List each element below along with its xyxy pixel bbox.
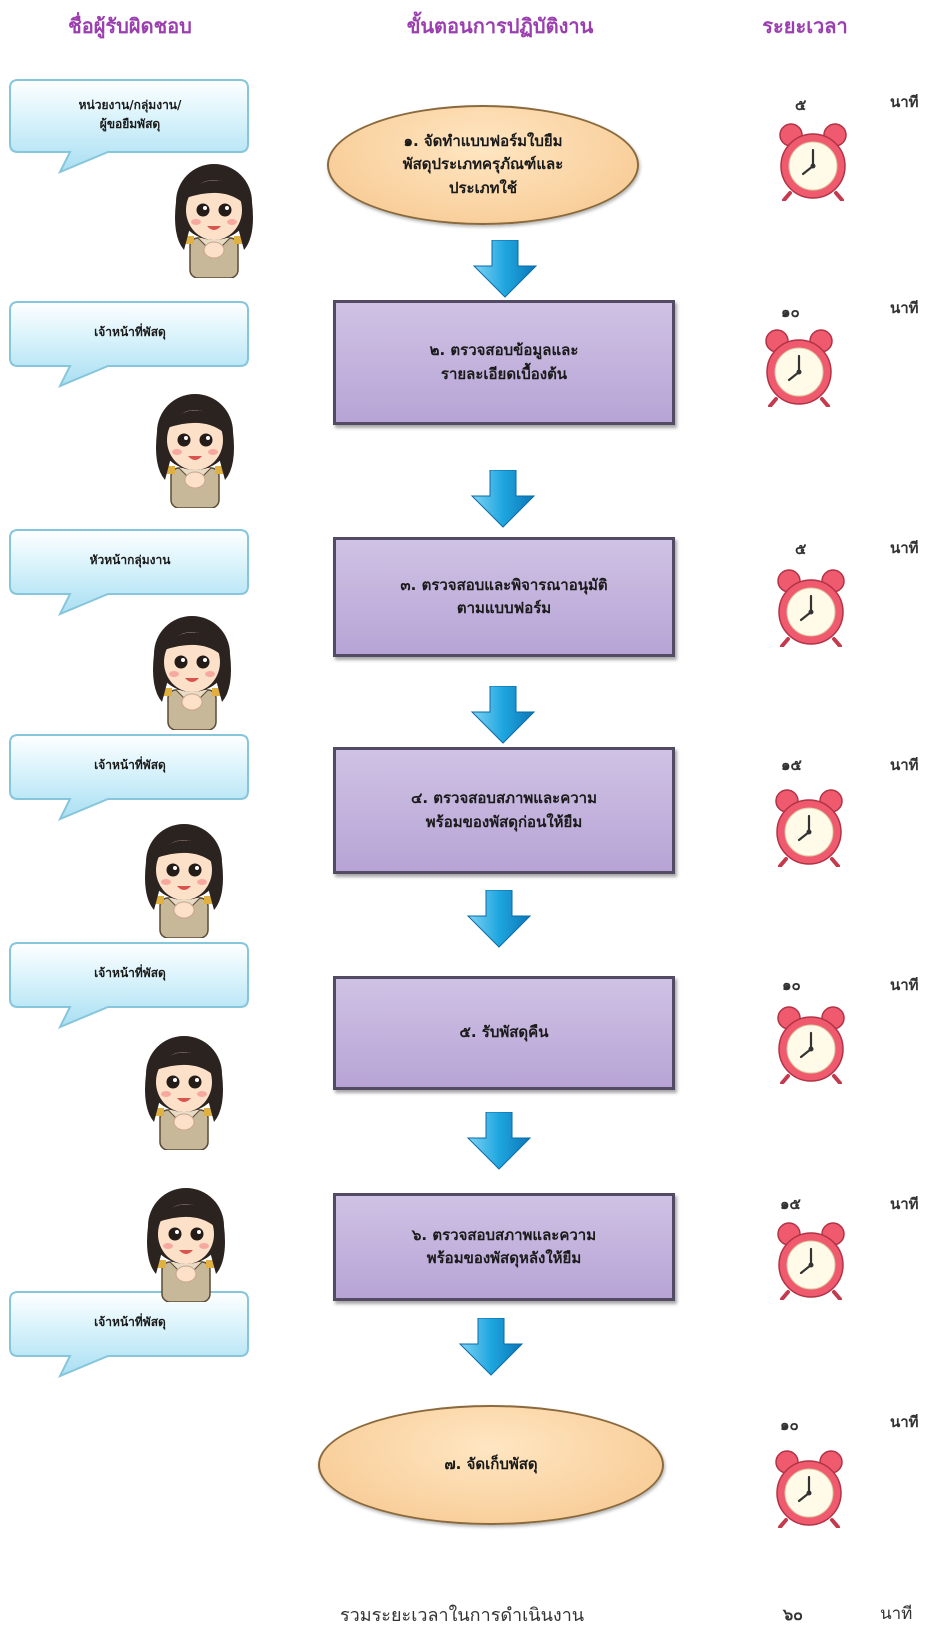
- speech-bubble-icon: [9, 301, 249, 388]
- duration-unit-5: นาที: [890, 976, 919, 994]
- duration-unit-6: นาที: [890, 1195, 919, 1213]
- speech-bubble-3: หัวหน้ากลุ่มงาน: [8, 528, 250, 616]
- responsible-label: เจ้าหน้าที่พัสดุ: [94, 325, 166, 340]
- responsible-label: เจ้าหน้าที่พัสดุ: [94, 758, 166, 773]
- header-duration: ระยะเวลา: [762, 14, 848, 38]
- step-2-box: ๒. ตรวจสอบข้อมูลและ รายละเอียดเบื้องต้น: [333, 300, 675, 425]
- total-unit: นาที: [880, 1604, 913, 1624]
- total-value: ๖๐: [783, 1605, 803, 1624]
- staff-girl-icon: [145, 824, 223, 938]
- duration-value-3: ๕: [795, 540, 807, 558]
- down-arrow-icon: [466, 890, 532, 948]
- speech-bubble-icon: [9, 734, 249, 821]
- down-arrow-icon: [470, 470, 536, 528]
- total-label: รวมระยะเวลาในการดำเนินงาน: [340, 1605, 585, 1626]
- duration-unit-3: นาที: [890, 539, 919, 557]
- duration-value-7: ๑๐: [780, 1416, 799, 1434]
- staff-girl-icon: [145, 1036, 223, 1150]
- down-arrow-icon: [470, 686, 536, 744]
- duration-unit-7: นาที: [890, 1413, 919, 1431]
- alarm-clock-icon: [777, 569, 845, 647]
- speech-bubble-icon: [9, 79, 249, 174]
- alarm-clock-icon: [775, 789, 843, 867]
- speech-bubble-icon: [9, 1291, 249, 1378]
- step-7-oval: ๗. จัดเก็บพัสดุ: [318, 1405, 664, 1525]
- speech-bubble-5: เจ้าหน้าที่พัสดุ: [8, 941, 250, 1029]
- alarm-clock-icon: [775, 1450, 843, 1528]
- header-procedure: ขั้นตอนการปฏิบัติงาน: [406, 14, 594, 38]
- down-arrow-icon: [466, 1112, 532, 1170]
- step-3-box: ๓. ตรวจสอบและพิจารณาอนุมัติ ตามแบบฟอร์ม: [333, 537, 675, 657]
- step-4-box: ๔. ตรวจสอบสภาพและความ พร้อมของพัสดุก่อนใ…: [333, 747, 675, 874]
- duration-value-2: ๑๐: [781, 303, 800, 321]
- staff-girl-icon: [156, 394, 234, 508]
- down-arrow-icon: [472, 240, 538, 298]
- duration-value-4: ๑๕: [781, 756, 802, 774]
- speech-bubble-6: เจ้าหน้าที่พัสดุ: [8, 1290, 250, 1378]
- step-5-box: ๕. รับพัสดุคืน: [333, 976, 675, 1090]
- alarm-clock-icon: [779, 123, 847, 201]
- step-1-oval: ๑. จัดทำแบบฟอร์มใบยืม พัสดุประเภทครุภัณฑ…: [327, 105, 639, 225]
- speech-bubble-2: เจ้าหน้าที่พัสดุ: [8, 300, 250, 388]
- staff-girl-icon: [153, 616, 231, 730]
- duration-value-1: ๕: [795, 96, 807, 114]
- responsible-label: หน่วยงาน/กลุ่มงาน/ ผู้ขอยืมพัสดุ: [78, 97, 182, 131]
- responsible-label: เจ้าหน้าที่พัสดุ: [94, 966, 166, 981]
- speech-bubble-icon: [9, 529, 249, 616]
- alarm-clock-icon: [777, 1006, 845, 1084]
- speech-bubble-icon: [9, 942, 249, 1029]
- step-6-box: ๖. ตรวจสอบสภาพและความ พร้อมของพัสดุหลังใ…: [333, 1193, 675, 1301]
- down-arrow-icon: [458, 1318, 524, 1376]
- duration-value-5: ๑๐: [782, 976, 801, 994]
- alarm-clock-icon: [777, 1222, 845, 1300]
- staff-girl-icon: [175, 164, 253, 278]
- duration-unit-1: นาที: [890, 93, 919, 111]
- duration-value-6: ๑๕: [780, 1195, 801, 1213]
- speech-bubble-4: เจ้าหน้าที่พัสดุ: [8, 733, 250, 821]
- duration-unit-4: นาที: [890, 756, 919, 774]
- duration-unit-2: นาที: [890, 299, 919, 317]
- speech-bubble-1: หน่วยงาน/กลุ่มงาน/ ผู้ขอยืมพัสดุ: [8, 78, 250, 174]
- header-responsible: ชื่อผู้รับผิดชอบ: [68, 14, 192, 38]
- staff-girl-icon: [147, 1188, 225, 1302]
- responsible-label: เจ้าหน้าที่พัสดุ: [94, 1315, 166, 1330]
- alarm-clock-icon: [765, 329, 833, 407]
- responsible-label: หัวหน้ากลุ่มงาน: [89, 553, 171, 568]
